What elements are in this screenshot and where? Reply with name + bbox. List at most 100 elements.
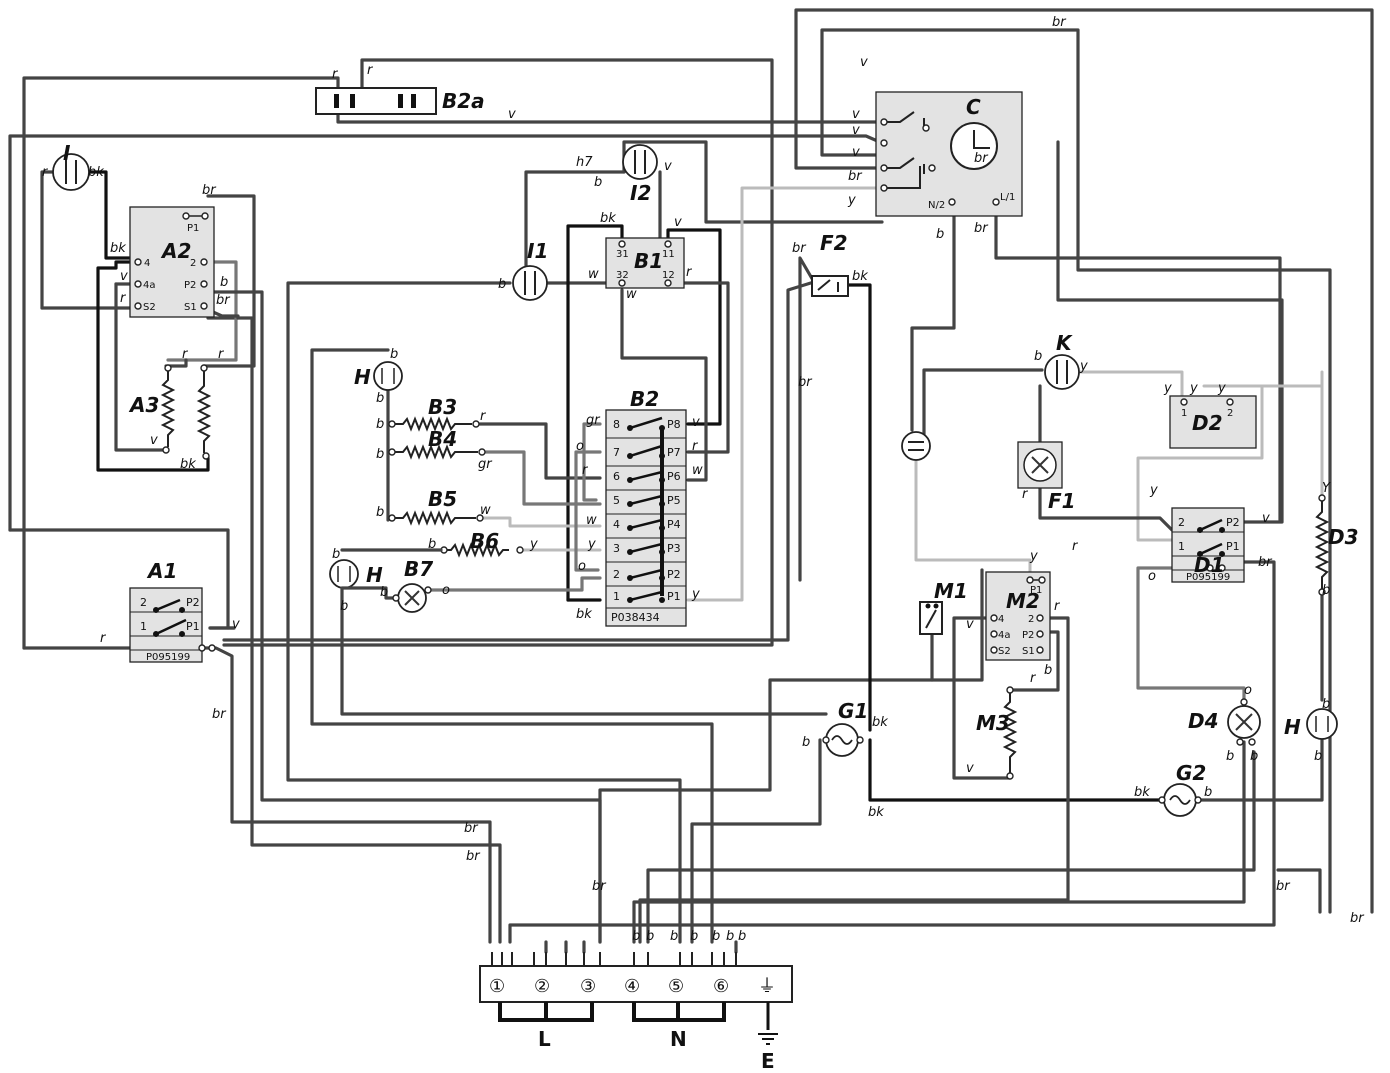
wire-code-label: v bbox=[852, 145, 860, 160]
wire-code-label: bk bbox=[88, 165, 104, 180]
wire-code-label: br bbox=[212, 707, 227, 722]
pin-c-l1: L/1 bbox=[1000, 192, 1015, 203]
wire-code-label: Y bbox=[1322, 481, 1331, 496]
wire-code-label: y bbox=[1189, 381, 1198, 396]
label-i2: I2 bbox=[630, 181, 651, 205]
wire-code-label: b bbox=[380, 585, 388, 600]
wire-code-label: o bbox=[1244, 683, 1252, 698]
label-b2: B2 bbox=[630, 387, 659, 411]
wire-code-label: br bbox=[464, 821, 479, 836]
wire-code-label: w bbox=[588, 267, 599, 282]
m2-relay bbox=[985, 571, 1051, 661]
a1-relay bbox=[129, 587, 216, 663]
pin-a2-4a: 4a bbox=[143, 280, 156, 291]
b2-pin-2: 2 bbox=[613, 568, 620, 581]
wire-code-label: v bbox=[852, 123, 860, 138]
wire-code-label: gr bbox=[586, 413, 601, 428]
h-lamp-top bbox=[373, 361, 403, 391]
wire-code-label: v bbox=[692, 415, 700, 430]
label-d3: D3 bbox=[1328, 525, 1359, 549]
wire-code-label: b bbox=[376, 417, 384, 432]
wire-code-label: w bbox=[626, 287, 637, 302]
heating-elements bbox=[340, 416, 524, 558]
wire-code-label: b bbox=[1034, 349, 1042, 364]
wire-code-label: b bbox=[376, 505, 384, 520]
wire-code-label: b bbox=[936, 227, 944, 242]
wire-code-label: bk bbox=[180, 457, 196, 472]
b2-pin-p6: P6 bbox=[667, 470, 681, 483]
wire-code-label: br bbox=[1350, 911, 1365, 926]
label-m1: M1 bbox=[934, 579, 968, 603]
label-b5: B5 bbox=[428, 487, 457, 511]
label-b6: B6 bbox=[470, 529, 499, 553]
wire-code-label: b bbox=[220, 275, 228, 290]
b2-pin-3: 3 bbox=[613, 542, 620, 555]
pin-m2-p1: P1 bbox=[1030, 585, 1042, 596]
wire-code-label: b bbox=[1226, 749, 1234, 764]
wire-code-label: h7 bbox=[576, 155, 593, 170]
h-lamp-mid bbox=[329, 559, 359, 589]
pin-m2-4: 4 bbox=[998, 614, 1004, 625]
b2a-switch bbox=[315, 87, 437, 115]
b2-part-code: P038434 bbox=[611, 611, 660, 624]
pin-m2-2: 2 bbox=[1028, 614, 1034, 625]
i-thermostat bbox=[52, 153, 90, 191]
label-d4: D4 bbox=[1188, 709, 1219, 733]
b2-pin-5: 5 bbox=[613, 494, 620, 507]
label-g2: G2 bbox=[1176, 761, 1206, 785]
label-m2: M2 bbox=[1006, 589, 1040, 613]
wire-code-label: v bbox=[232, 617, 240, 632]
f1-fan bbox=[1017, 441, 1063, 489]
a2-relay bbox=[129, 206, 215, 318]
wire-code-label: r bbox=[1022, 487, 1029, 502]
b2-pin-p4: P4 bbox=[667, 518, 681, 531]
wire-code-label: w bbox=[586, 513, 597, 528]
wire-code-label: y bbox=[529, 537, 538, 552]
wire-code-label: b bbox=[376, 391, 384, 406]
wire-code-label: r bbox=[1072, 539, 1079, 554]
wire-code-label: y bbox=[1029, 549, 1038, 564]
d2-module bbox=[1169, 395, 1257, 449]
label-h-top: H bbox=[354, 365, 371, 389]
wire-code-label: b bbox=[1044, 663, 1052, 678]
wire-code-label: bk bbox=[868, 805, 884, 820]
d4-fan bbox=[1227, 698, 1261, 746]
wire-code-label: b bbox=[594, 175, 602, 190]
b2-pin-p2: P2 bbox=[667, 568, 681, 581]
i2-thermostat bbox=[622, 144, 658, 180]
label-c: C bbox=[966, 95, 981, 119]
pin-b1-32: 32 bbox=[616, 270, 629, 281]
wire-code-label: br bbox=[792, 241, 807, 256]
a1-pin-p2: P2 bbox=[186, 596, 200, 609]
wire-code-label: br bbox=[216, 293, 231, 308]
wire-code-label: b bbox=[332, 547, 340, 562]
label-a3: A3 bbox=[128, 393, 159, 417]
wire-code-label: b bbox=[1250, 749, 1258, 764]
terminal-3: ③ bbox=[580, 976, 596, 997]
wire-code-label: b bbox=[632, 929, 640, 944]
wire-code-label: br bbox=[974, 221, 989, 236]
wire-code-label: b bbox=[376, 447, 384, 462]
wire-code-label: r bbox=[100, 631, 107, 646]
wire-code-label: b bbox=[390, 347, 398, 362]
terminal-earth-icon: ⏚ bbox=[758, 976, 776, 997]
wire-code-label: r bbox=[218, 347, 225, 362]
label-b7: B7 bbox=[404, 557, 433, 581]
wire-code-label: v bbox=[1262, 511, 1270, 526]
wire-code-label: b bbox=[1322, 583, 1330, 598]
wire-code-label: o bbox=[578, 559, 586, 574]
b2-pin-4: 4 bbox=[613, 518, 620, 531]
wire-code-label: o bbox=[576, 439, 584, 454]
b2-pin-8: 8 bbox=[613, 418, 620, 431]
a3-resistors bbox=[160, 364, 212, 460]
wire-code-label: y bbox=[1163, 381, 1172, 396]
b2-switch bbox=[605, 409, 687, 627]
wire-code-label: b bbox=[646, 929, 654, 944]
d1-pin-p1: P1 bbox=[1226, 540, 1240, 553]
wire-code-label: r bbox=[686, 265, 693, 280]
pin-a2-p1: P1 bbox=[187, 223, 199, 234]
wire-code-label: b bbox=[340, 599, 348, 614]
wire-code-label: y bbox=[1079, 359, 1088, 374]
wire-code-label: b bbox=[1314, 749, 1322, 764]
wires bbox=[8, 8, 1374, 954]
